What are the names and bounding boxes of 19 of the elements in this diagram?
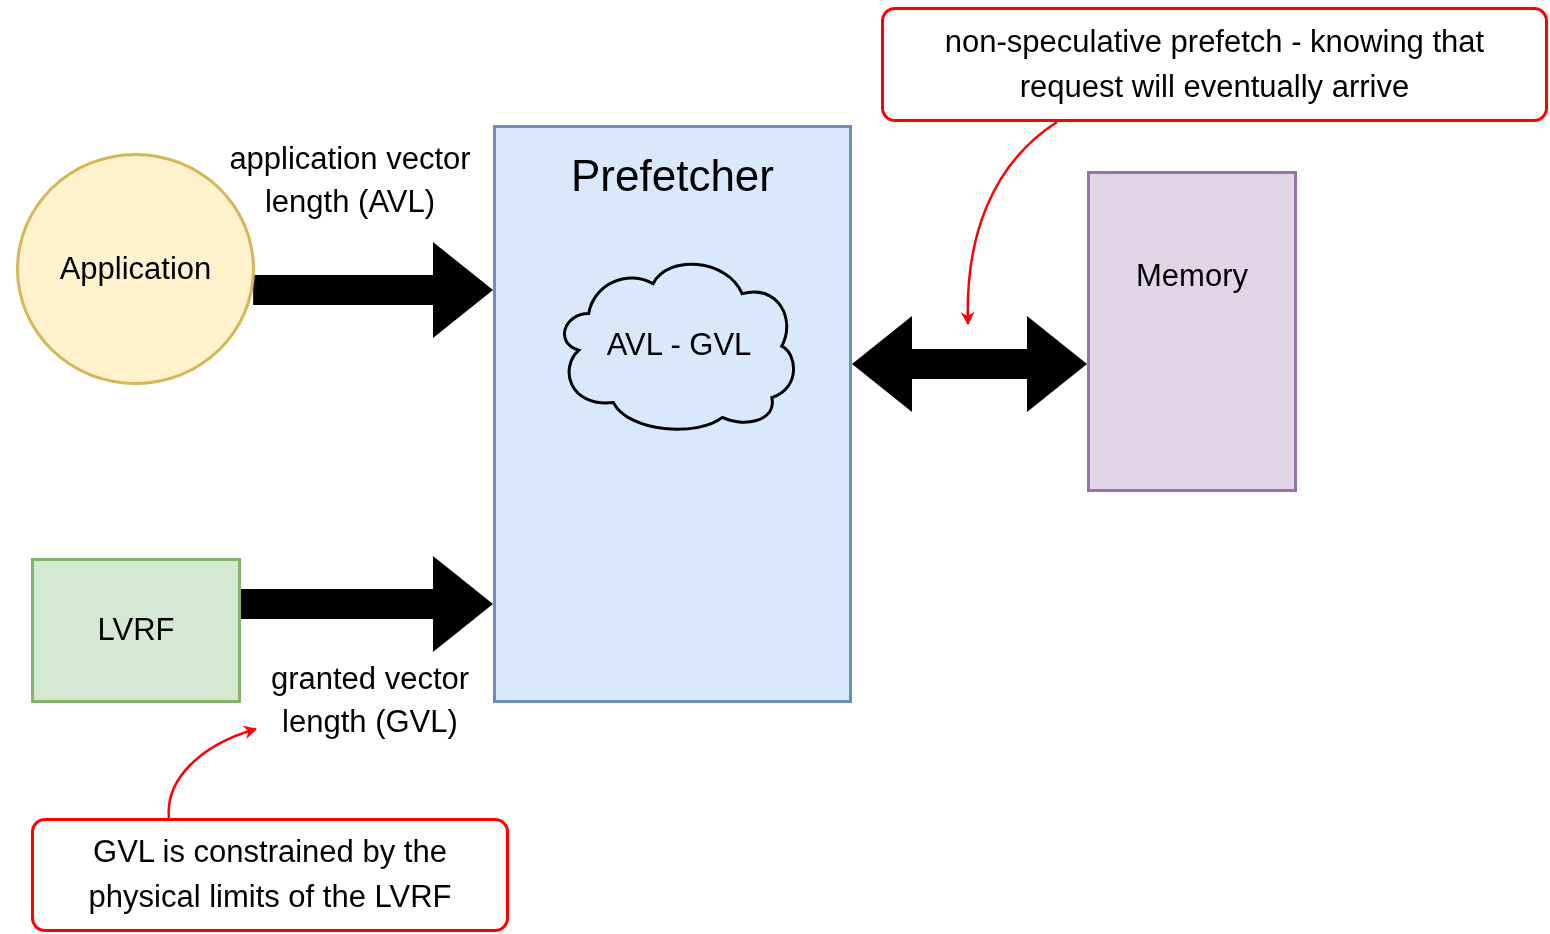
node-label: Prefetcher — [570, 150, 775, 202]
node-label: Memory — [1135, 257, 1249, 296]
callout-box — [31, 818, 509, 932]
leader-line — [167, 726, 257, 819]
lvrf-box — [31, 558, 241, 703]
node-label: GVL is constrained by the physical limits of the LVRF — [87, 833, 453, 916]
block-arrow — [241, 556, 493, 652]
node-label: non-speculative prefetch - knowing that request will eventually arrive — [943, 22, 1486, 106]
block-arrow — [852, 316, 1087, 412]
node-label: Application — [58, 249, 213, 288]
block-arrow — [253, 242, 493, 338]
callout-box — [881, 7, 1548, 122]
node-label: LVRF — [96, 611, 176, 650]
leader-line — [960, 121, 1058, 325]
text-label: granted vector length (GVL) — [269, 659, 471, 741]
memory-box — [1087, 171, 1297, 492]
node-label: AVL - GVL — [605, 326, 753, 365]
prefetcher-box — [493, 125, 852, 703]
text-label: application vector length (AVL) — [228, 139, 472, 221]
